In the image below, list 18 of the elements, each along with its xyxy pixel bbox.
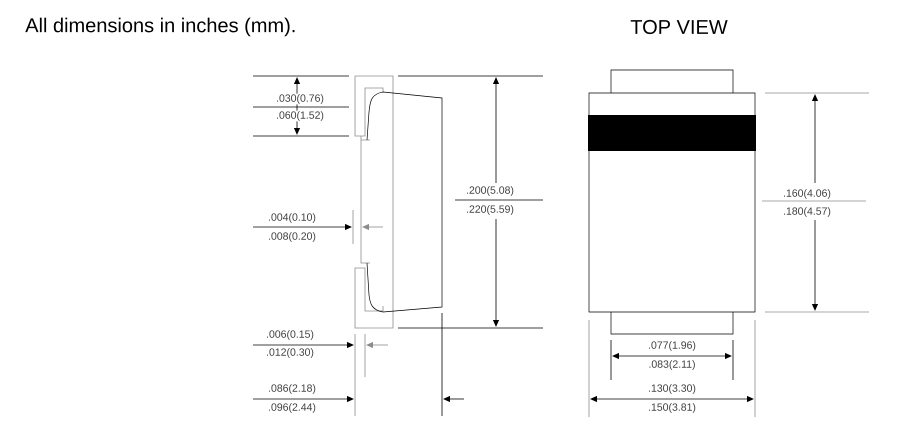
dimension-text: .060(1.52) xyxy=(276,110,324,122)
title: All dimensions in inches (mm). xyxy=(25,18,295,36)
dimension-text: .004(0.10) xyxy=(268,212,316,224)
dimension-text: .150(3.81) xyxy=(648,402,696,414)
dimension-text: .180(4.57) xyxy=(782,206,832,218)
dimension-text: .220(5.59) xyxy=(466,204,514,216)
dimension-text: .077(1.96) xyxy=(648,340,696,352)
dimension-text: .008(0.20) xyxy=(268,232,316,242)
dimension-text: .083(2.11) xyxy=(648,360,696,370)
dimension-text: .160(4.06) xyxy=(782,188,832,200)
dimension-text: .012(0.30) xyxy=(266,348,314,358)
view-label: TOP VIEW xyxy=(630,20,728,34)
dimension-text: .200(5.08) xyxy=(466,186,514,196)
dimension-text: .130(3.30) xyxy=(648,384,696,394)
dimension-text: .096(2.44) xyxy=(268,402,316,414)
dimension-text: .086(2.18) xyxy=(268,384,316,394)
dimension-text: .006(0.15) xyxy=(266,330,314,340)
dimension-text: .030(0.76) xyxy=(276,94,324,104)
